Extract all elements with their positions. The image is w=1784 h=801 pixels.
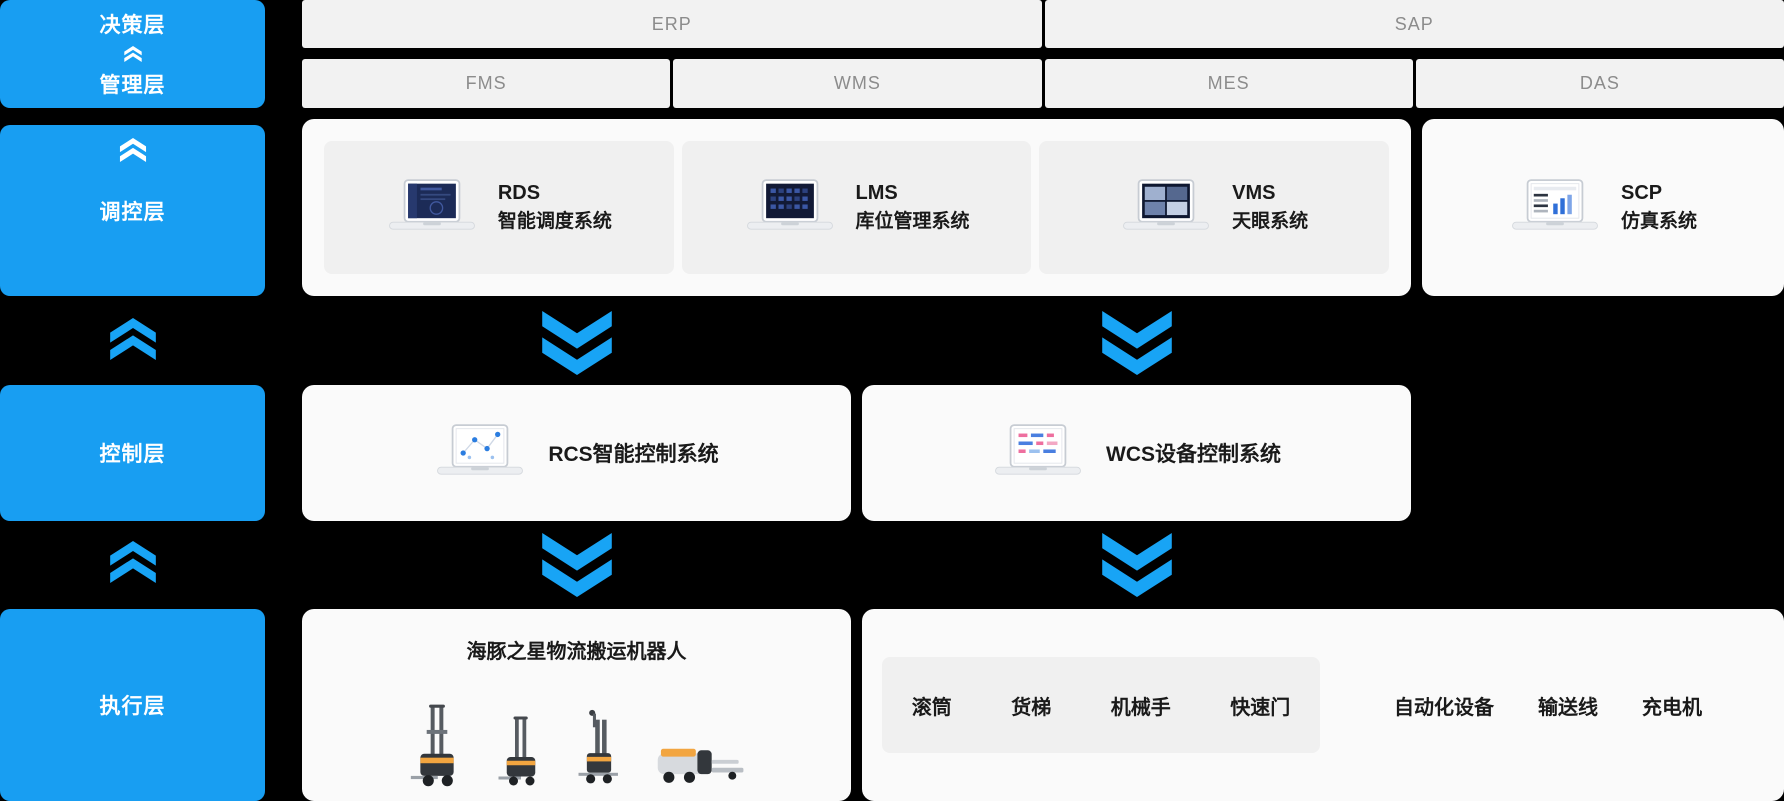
bar-cell-sap: SAP: [1044, 0, 1784, 48]
device-label: 自动化设备: [1394, 696, 1494, 719]
system-name: 库位管理系统: [855, 211, 970, 233]
double-chevron-down-icon: [1102, 533, 1172, 597]
decision-layer-label: 决策层: [99, 14, 166, 37]
laptop-icon: [1512, 178, 1598, 230]
layer-box-control: 控制层: [0, 385, 265, 521]
double-chevron-up-icon: [123, 46, 142, 62]
wcs-system-label: WCS设备控制系统: [1106, 443, 1281, 466]
double-chevron-up-icon: [110, 541, 156, 583]
lms-system-card: LMS 库位管理系统: [681, 141, 1032, 274]
robots-panel-title: 海豚之星物流搬运机器人: [466, 641, 687, 663]
bar-cell-wms: WMS: [673, 59, 1042, 108]
devices-panel: 滚筒 货梯 机械手 快速门 自动化设备 输送线 充电机: [862, 609, 1784, 801]
robots-row: [409, 664, 745, 801]
regulation-systems-panel: RDS 智能调度系统 LMS 库位管理系: [302, 119, 1411, 296]
layer-box-regulation: 调控层: [0, 125, 265, 296]
bar-cell-das: DAS: [1415, 59, 1784, 108]
system-name: 仿真系统: [1620, 211, 1697, 233]
double-chevron-up-icon: [119, 138, 146, 162]
execution-layer-label: 执行层: [99, 695, 166, 718]
laptop-icon: [437, 424, 524, 475]
layer-box-execution: 执行层: [0, 609, 265, 801]
system-code: VMS: [1232, 182, 1276, 205]
device-group-card: 滚筒 货梯 机械手 快速门: [882, 657, 1320, 753]
pallet-truck-agv-icon: [657, 748, 743, 783]
rcs-system-label: RCS智能控制系统: [548, 443, 719, 466]
system-code: RDS: [497, 182, 541, 205]
layer-box-decision-management: 决策层 管理层: [0, 0, 265, 108]
scp-system-text: SCP 仿真系统: [1621, 179, 1697, 236]
wcs-control-panel: WCS设备控制系统: [862, 385, 1411, 521]
fms-wms-mes-das-bar: FMS WMS MES DAS: [302, 59, 1784, 108]
system-name: 智能调度系统: [497, 211, 612, 233]
lms-system-text: LMS 库位管理系统: [856, 179, 970, 236]
stacker-agv-icon: [578, 709, 618, 784]
forklift-agv-icon: [410, 704, 454, 787]
rds-system-card: RDS 智能调度系统: [324, 141, 674, 274]
bar-cell-fms: FMS: [302, 59, 671, 108]
management-layer-label: 管理层: [99, 74, 166, 97]
control-layer-label: 控制层: [99, 443, 166, 466]
device-label: 滚筒: [911, 696, 952, 719]
bar-cell-mes: MES: [1044, 59, 1413, 108]
scp-system-panel: SCP 仿真系统: [1422, 119, 1784, 296]
device-extra-group: 自动化设备 输送线 充电机: [1394, 609, 1702, 801]
erp-sap-bar: ERP SAP: [302, 0, 1784, 48]
double-chevron-down-icon: [542, 311, 612, 375]
vms-system-text: VMS 天眼系统: [1232, 179, 1308, 236]
double-chevron-down-icon: [542, 533, 612, 597]
robots-panel: 海豚之星物流搬运机器人: [302, 609, 851, 801]
double-chevron-up-icon: [110, 318, 156, 360]
laptop-icon: [995, 424, 1081, 475]
double-chevron-down-icon: [1102, 311, 1172, 375]
device-label: 输送线: [1538, 696, 1598, 719]
device-label: 机械手: [1110, 696, 1171, 719]
laptop-icon: [388, 178, 475, 230]
forklift-agv-icon: [498, 716, 535, 786]
vms-system-card: VMS 天眼系统: [1039, 141, 1390, 274]
device-label: 快速门: [1230, 696, 1291, 719]
laptop-icon: [1123, 178, 1210, 230]
device-label: 充电机: [1642, 696, 1702, 719]
system-code: LMS: [855, 182, 898, 205]
system-name: 天眼系统: [1232, 211, 1309, 233]
rds-system-text: RDS 智能调度系统: [498, 179, 612, 236]
laptop-icon: [746, 178, 833, 230]
regulation-layer-label: 调控层: [99, 200, 166, 224]
bar-cell-erp: ERP: [302, 0, 1042, 48]
rcs-control-panel: RCS智能控制系统: [302, 385, 851, 521]
system-code: SCP: [1620, 182, 1663, 205]
device-label: 货梯: [1011, 696, 1052, 719]
